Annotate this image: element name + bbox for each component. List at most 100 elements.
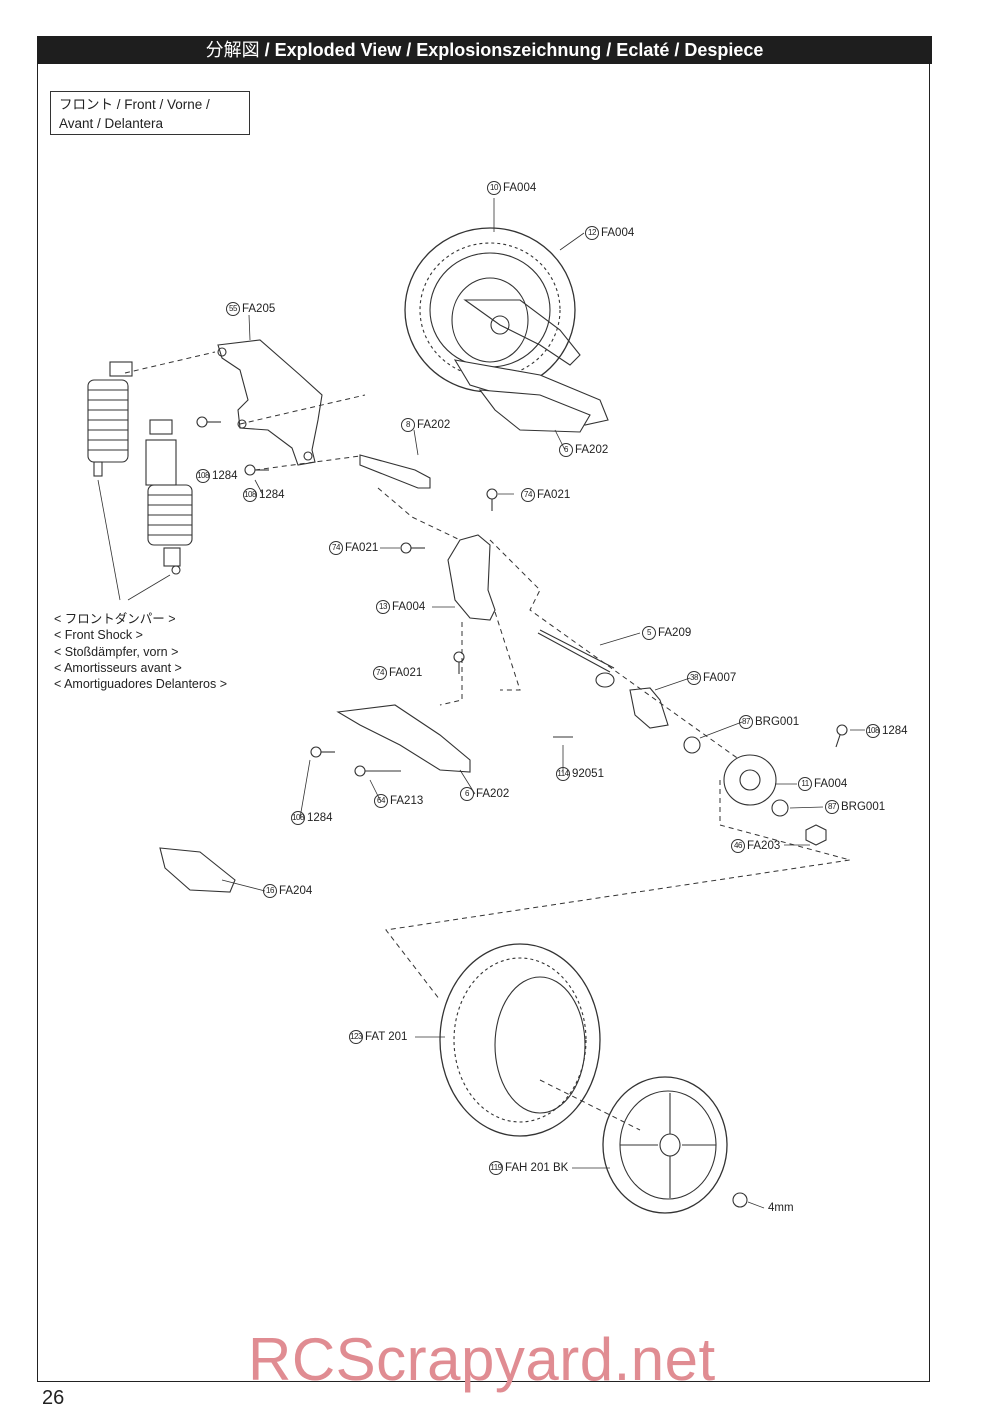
shock-caption-de: < Stoßdämpfer, vorn >: [54, 644, 179, 659]
assembly-guides: [124, 351, 851, 1131]
part-code: 1284: [307, 812, 333, 824]
part-number: 74: [329, 541, 343, 555]
part-number: 74: [373, 666, 387, 680]
part-code: 1284: [259, 489, 285, 501]
part-number: 46: [731, 839, 745, 853]
part-number: 87: [825, 800, 839, 814]
front-shock-caption: < フロントダンパー > < Front Shock > < Stoßdämpf…: [54, 611, 227, 692]
section-label-line2: Avant / Delantera: [59, 116, 164, 131]
part-number: 11: [798, 777, 812, 791]
wheel-hex: [805, 824, 827, 846]
part-code: FA209: [658, 627, 692, 639]
shock-caption-es: < Amortiguadores Delanteros >: [54, 677, 228, 692]
screws: [196, 416, 848, 777]
part-code: FA004: [503, 182, 537, 194]
header-jp-title: 分解図: [205, 40, 260, 60]
drive-shaft: [537, 629, 615, 673]
part-code: FA004: [392, 601, 426, 613]
part-number: 8: [401, 418, 415, 432]
part-number: 123: [349, 1030, 363, 1044]
cup-joint: [629, 687, 669, 729]
steering-knuckle: [447, 534, 496, 621]
bearing-1: [683, 736, 701, 754]
watermark: RCScrapyard.net: [248, 1326, 716, 1393]
part-code: BRG001: [755, 716, 800, 728]
shock-caption-jp: < フロントダンパー >: [54, 612, 176, 626]
part-number: 119: [489, 1161, 503, 1175]
diagram-frame: [37, 64, 930, 1382]
part-number: 108: [243, 488, 257, 502]
hub-carrier: [723, 754, 777, 806]
wheel-assembly-bottom: [439, 943, 748, 1214]
part-code: 1284: [882, 725, 908, 737]
part-number: 55: [226, 302, 240, 316]
lower-arm: [336, 704, 471, 773]
part-number: 13: [376, 600, 390, 614]
part-code: FA204: [279, 885, 313, 897]
part-number: 10: [487, 181, 501, 195]
part-number: 74: [521, 488, 535, 502]
part-label: 4mm: [768, 1201, 794, 1215]
part-code: FA007: [703, 672, 737, 684]
part-number: 6: [460, 787, 474, 801]
part-code: 1284: [212, 470, 238, 482]
bearing-2: [771, 799, 789, 817]
part-code: FA202: [575, 444, 609, 456]
part-number: 6: [559, 443, 573, 457]
part-code: BRG001: [841, 801, 886, 813]
part-code: FA021: [537, 489, 571, 501]
part-code: 92051: [572, 768, 604, 780]
shock-tower: [217, 339, 323, 466]
shock-caption-fr: < Amortisseurs avant >: [54, 660, 182, 675]
suspension-bar: [359, 454, 431, 489]
part-number: 108: [866, 724, 880, 738]
page-number: 26: [42, 1387, 65, 1409]
part-code: FA021: [389, 667, 423, 679]
part-code: FA202: [417, 419, 451, 431]
part-code: FA205: [242, 303, 276, 315]
page-header: 分解図 / Exploded View / Explosionszeichnun…: [37, 36, 932, 64]
part-number: 38: [687, 671, 701, 685]
section-label-box: フロント / Front / Vorne / Avant / Delantera: [50, 91, 250, 135]
part-number: 12: [585, 226, 599, 240]
front-bumper: [159, 847, 236, 893]
front-shock-2: [145, 419, 193, 575]
part-code: 4mm: [768, 1202, 794, 1214]
section-label-line1: フロント / Front / Vorne /: [59, 97, 210, 112]
part-number: 64: [374, 794, 388, 808]
part-number: 108: [196, 469, 210, 483]
part-code: FAH 201 BK: [505, 1162, 569, 1174]
wheel-assembly-top: [404, 227, 609, 433]
part-number: 5: [642, 626, 656, 640]
part-code: FA202: [476, 788, 510, 800]
part-number: 114: [556, 767, 570, 781]
part-code: FA004: [814, 778, 848, 790]
shock-caption-en: < Front Shock >: [54, 628, 143, 643]
part-number: 87: [739, 715, 753, 729]
front-shock-1: [87, 361, 133, 477]
header-title: / Exploded View / Explosionszeichnung / …: [259, 40, 764, 60]
